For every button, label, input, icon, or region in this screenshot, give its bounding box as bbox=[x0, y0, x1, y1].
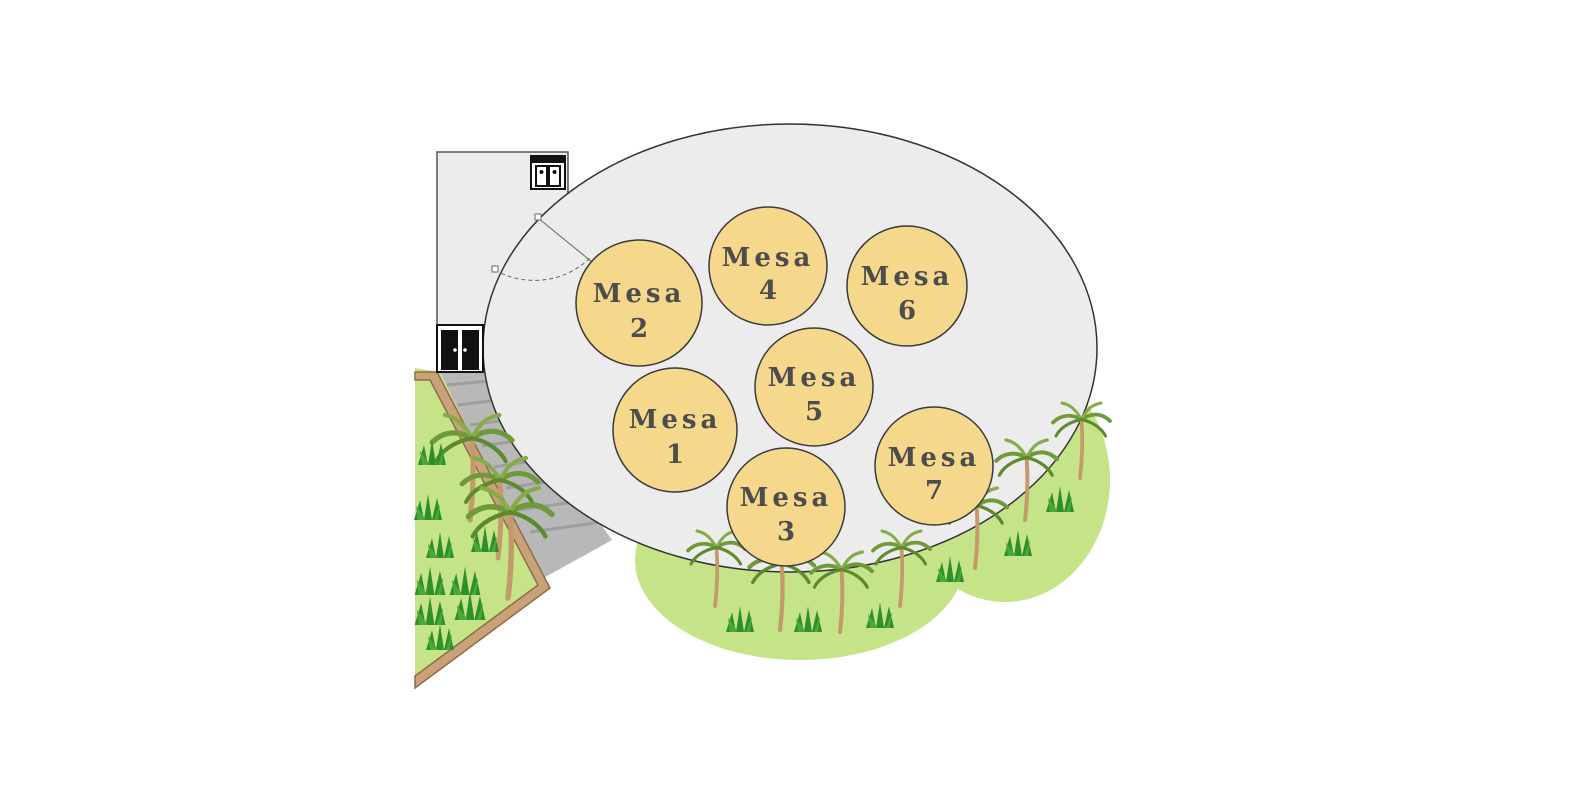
table-number: 2 bbox=[630, 314, 648, 344]
table-label: Mesa bbox=[861, 262, 954, 292]
table-number: 3 bbox=[777, 517, 795, 547]
door-swing bbox=[491, 213, 593, 281]
table-number: 4 bbox=[759, 276, 777, 306]
table-mesa-2[interactable]: Mesa 2 bbox=[575, 239, 703, 367]
door-icon bbox=[436, 324, 484, 373]
table-number: 5 bbox=[805, 397, 823, 427]
table-mesa-6[interactable]: Mesa 6 bbox=[846, 225, 968, 347]
table-label: Mesa bbox=[593, 279, 686, 309]
table-label: Mesa bbox=[740, 483, 833, 513]
table-label: Mesa bbox=[722, 243, 815, 273]
table-mesa-5[interactable]: Mesa 5 bbox=[754, 327, 874, 447]
table-number: 7 bbox=[925, 476, 943, 506]
table-number: 6 bbox=[898, 296, 916, 326]
table-mesa-7[interactable]: Mesa 7 bbox=[874, 406, 994, 526]
table-mesa-1[interactable]: Mesa 1 bbox=[612, 367, 738, 493]
table-label: Mesa bbox=[629, 405, 722, 435]
restroom-sign-icon bbox=[530, 155, 566, 190]
table-mesa-3[interactable]: Mesa 3 bbox=[726, 447, 846, 567]
table-label: Mesa bbox=[768, 363, 861, 393]
table-mesa-4[interactable]: Mesa 4 bbox=[708, 206, 828, 326]
table-label: Mesa bbox=[888, 443, 981, 473]
table-number: 1 bbox=[666, 440, 684, 470]
